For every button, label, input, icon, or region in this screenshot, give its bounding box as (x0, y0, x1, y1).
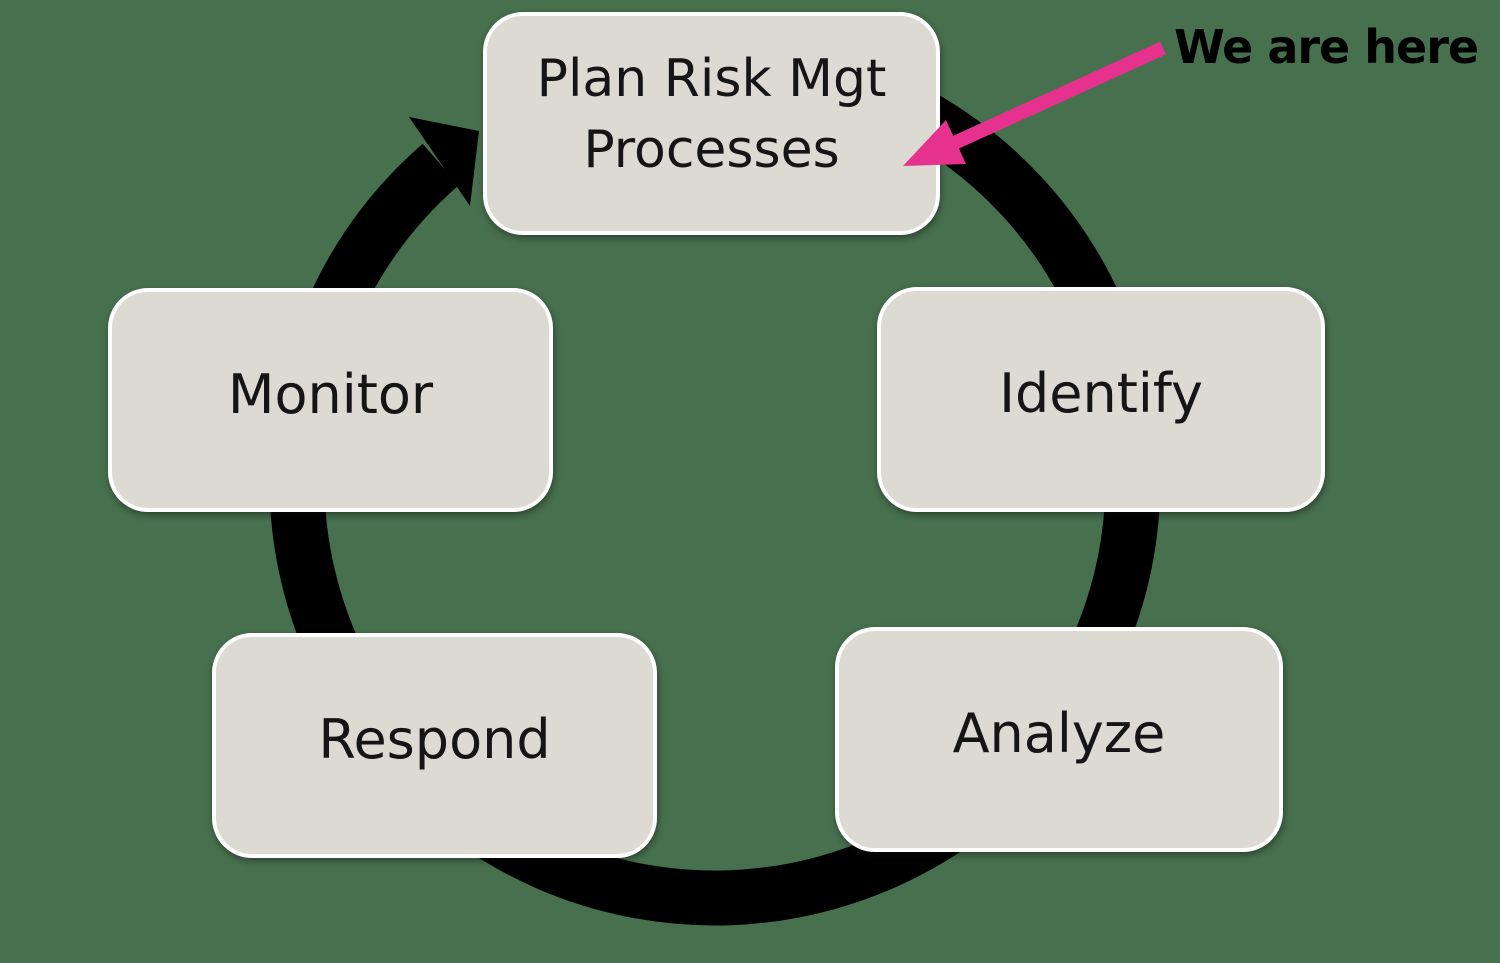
process-step-label: Analyze (952, 702, 1166, 766)
process-step-plan: Plan Risk Mgt Processes (483, 12, 940, 235)
process-step-label: Processes (583, 119, 840, 180)
process-step-respond: Respond (212, 633, 657, 858)
process-step-label: Monitor (227, 362, 434, 426)
process-step-label: Respond (318, 708, 551, 772)
process-step-monitor: Monitor (108, 288, 553, 512)
process-step-analyze: Analyze (835, 627, 1283, 852)
cycle-arrowhead-icon (409, 117, 479, 206)
process-step-identify: Identify (877, 287, 1325, 512)
we-are-here-label: We are here (1174, 20, 1479, 74)
process-step-label: Plan Risk Mgt (536, 49, 887, 110)
process-step-label: Identify (999, 362, 1203, 426)
